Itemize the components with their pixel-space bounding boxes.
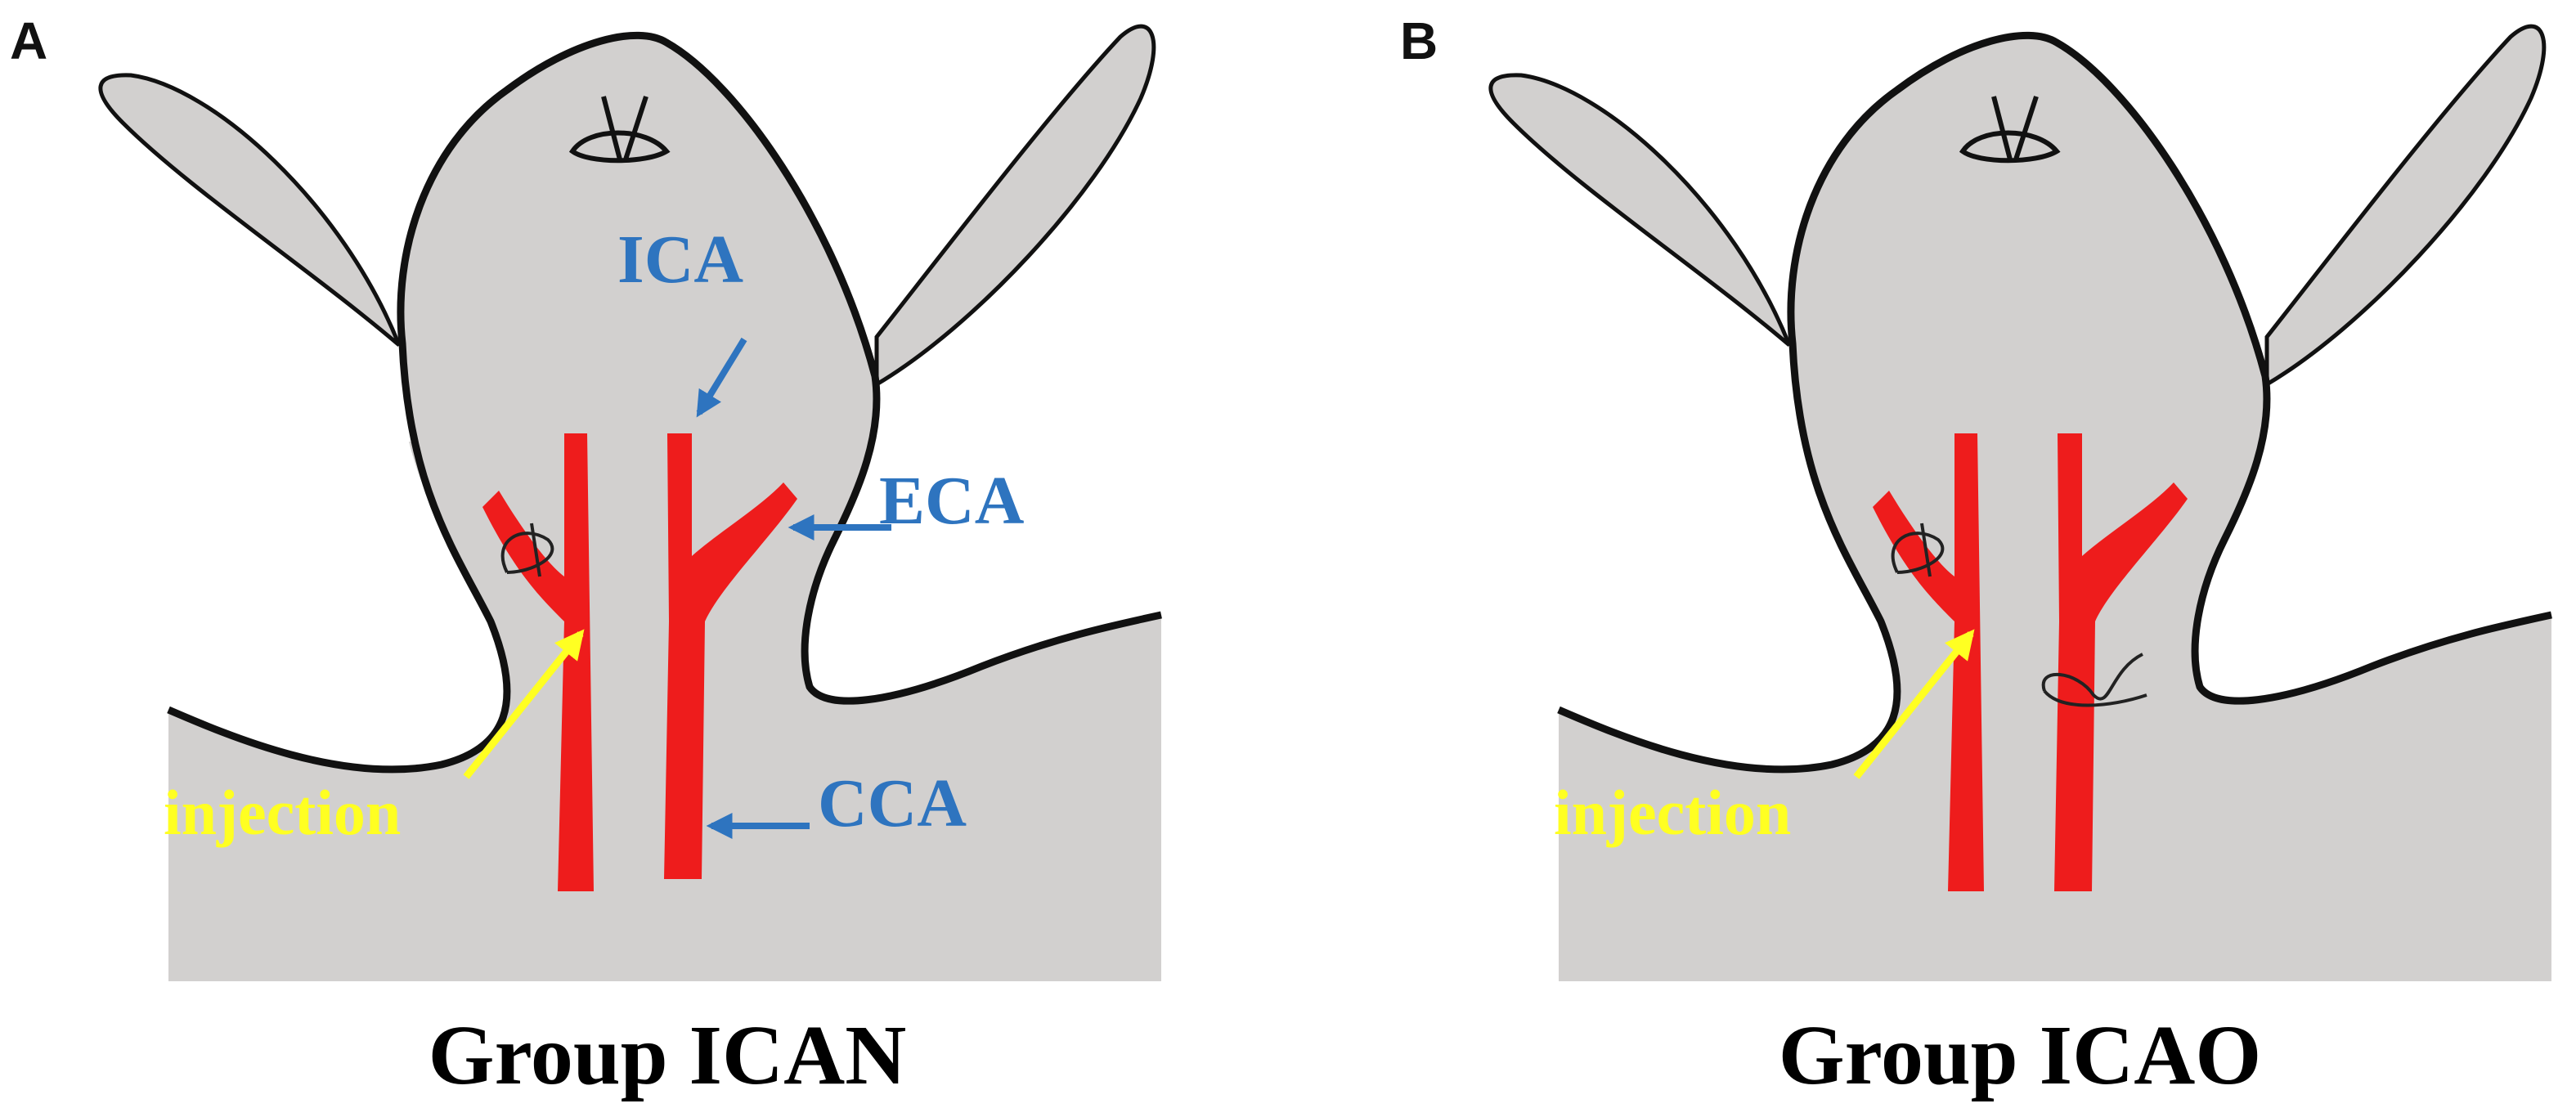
- ligature-a: [500, 523, 554, 577]
- mouse-body-a: [98, 24, 1162, 981]
- vessels-b: [1873, 433, 2188, 891]
- injection-arrow-a: [463, 629, 585, 779]
- ligature-ica-b: [2041, 653, 2147, 707]
- body-outline-b: [1557, 31, 2552, 774]
- group-title-b: Group ICAO: [1779, 1008, 2261, 1102]
- eca-label: ECA: [879, 463, 1025, 539]
- annotations-a: ICA ECA CCA injection: [164, 222, 1025, 848]
- left-carotid-b: [1873, 433, 1984, 891]
- head-a: [168, 35, 1161, 981]
- ligature-eca-b: [1891, 523, 1945, 577]
- annotations-b: injection: [1554, 629, 1975, 848]
- right-limb-a: [874, 24, 1156, 388]
- right-limb-b: [2264, 24, 2547, 388]
- left-limb-a: [98, 73, 402, 347]
- right-carotid-b: [2054, 433, 2188, 891]
- ica-arrow: [696, 337, 747, 418]
- right-carotid-a: [664, 433, 797, 879]
- panel-b: B injection Group ICAO: [1400, 11, 2552, 1102]
- group-title-a: Group ICAN: [429, 1008, 907, 1102]
- left-limb-b: [1488, 73, 1792, 347]
- vessels-a: [482, 433, 797, 891]
- left-carotid-a: [482, 433, 594, 891]
- nose-mark-a: [568, 96, 671, 164]
- panel-letter-b: B: [1400, 11, 1438, 70]
- injection-label-a: injection: [164, 777, 401, 848]
- body-outline-a: [167, 31, 1162, 774]
- mouse-body-b: [1488, 24, 2552, 981]
- panel-a: A ICA ECA: [10, 11, 1162, 1102]
- panel-letter-a: A: [10, 11, 47, 70]
- cca-label: CCA: [818, 765, 967, 841]
- injection-arrow-b: [1853, 629, 1975, 779]
- injection-label-b: injection: [1554, 777, 1791, 848]
- head-b: [1559, 35, 2551, 981]
- nose-mark-b: [1959, 96, 2061, 164]
- ica-label: ICA: [617, 222, 743, 298]
